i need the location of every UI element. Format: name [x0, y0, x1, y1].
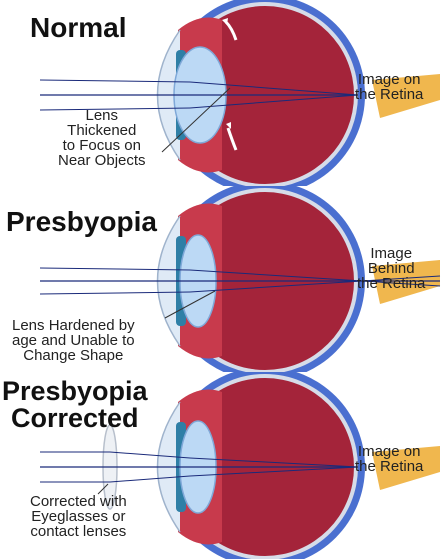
- panel-title: Normal: [30, 14, 126, 42]
- image-label: Image Behind the Retina: [357, 246, 425, 291]
- lens-label: Lens Thickened to Focus on Near Objects: [58, 108, 146, 168]
- image-label: Image on the Retina: [355, 444, 423, 474]
- lens-label: Corrected with Eyeglasses or contact len…: [30, 494, 127, 539]
- image-label: Image on the Retina: [355, 72, 423, 102]
- panel-presbyopia: Presbyopia Lens Hardened by age and Unab…: [0, 186, 443, 372]
- panel-normal: Normal Lens Thickened to Focus on Near O…: [0, 0, 443, 186]
- panel-title: Presbyopia: [6, 208, 157, 236]
- lens-label: Lens Hardened by age and Unable to Chang…: [12, 318, 135, 363]
- panel-corrected: Presbyopia Corrected Corrected with Eyeg…: [0, 372, 443, 558]
- panel-title: Presbyopia Corrected: [2, 378, 148, 432]
